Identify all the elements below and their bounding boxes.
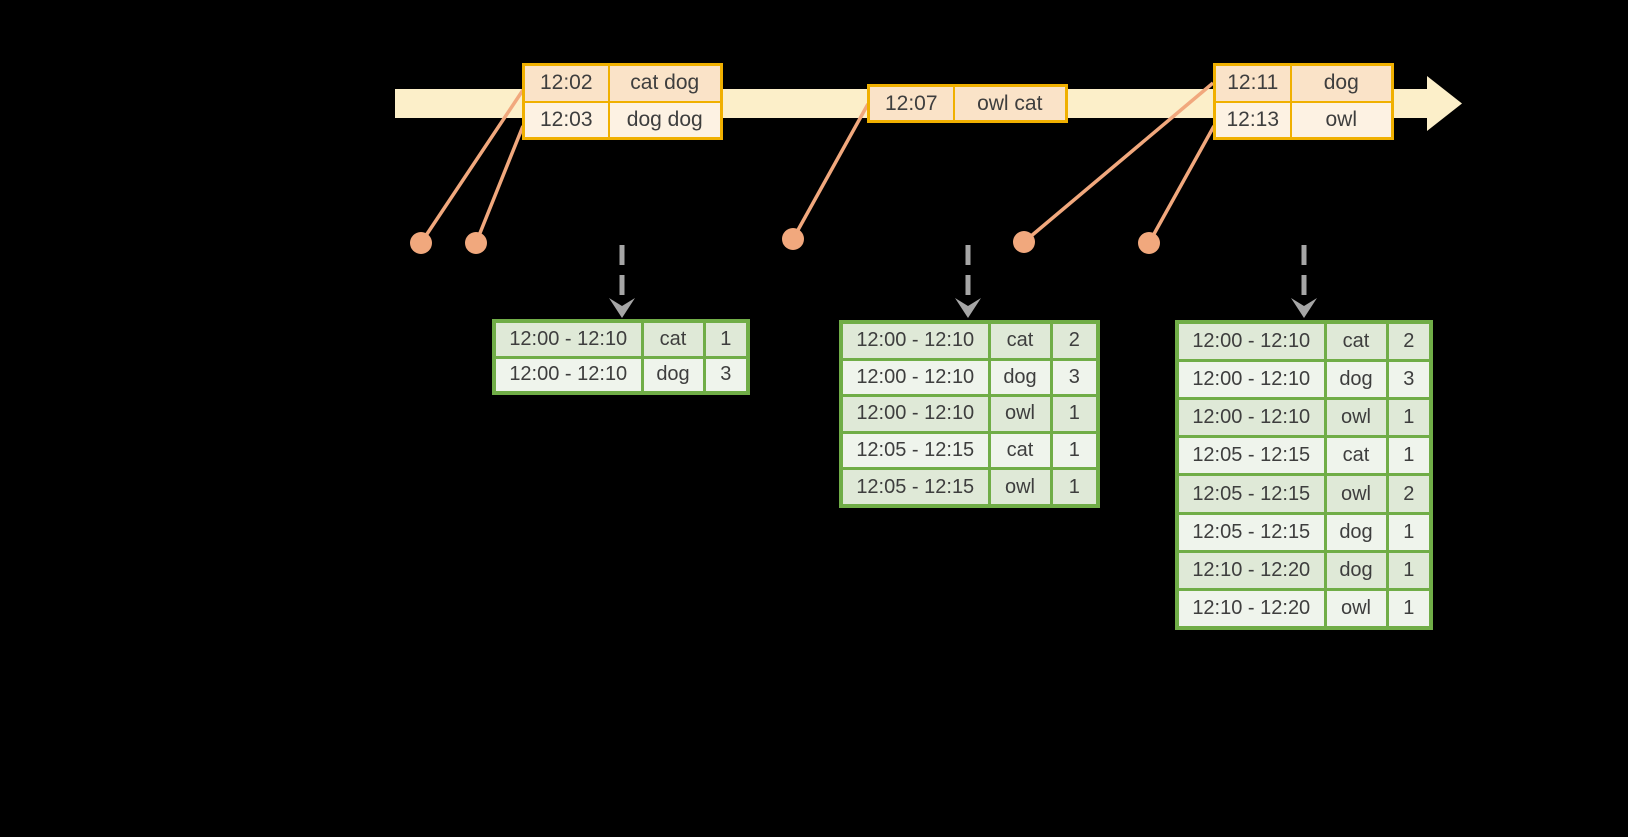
table-cell: cat dog xyxy=(607,63,723,103)
trigger-arrowhead-icon xyxy=(609,298,635,318)
event-connector-line xyxy=(419,89,525,244)
table-cell: 12:05 - 12:15 xyxy=(839,430,991,471)
table-cell: 12:07 xyxy=(867,84,955,123)
table-cell: dog dog xyxy=(607,100,723,140)
event-dot xyxy=(782,228,804,250)
table-cell: 12:00 - 12:10 xyxy=(839,357,991,398)
table-cell: 12:05 - 12:15 xyxy=(839,467,991,508)
table-cell: 2 xyxy=(1385,320,1433,363)
table-cell: 12:10 - 12:20 xyxy=(1175,549,1327,591)
table-cell: cat xyxy=(987,320,1053,361)
trigger-arrowhead-icon xyxy=(955,298,981,318)
table-cell: 1 xyxy=(1385,549,1433,591)
table-cell: 2 xyxy=(1385,473,1433,515)
table-cell: 3 xyxy=(1049,357,1100,398)
table-cell: 12:11 xyxy=(1213,63,1292,103)
table-cell: cat xyxy=(640,319,706,359)
table-cell: 12:00 - 12:10 xyxy=(492,355,644,395)
table-cell: 1 xyxy=(1049,430,1100,471)
table-cell: 12:02 xyxy=(522,63,610,103)
table-cell: dog xyxy=(640,355,706,395)
table-cell: dog xyxy=(1323,511,1389,553)
table-cell: 12:00 - 12:10 xyxy=(492,319,644,359)
trigger-arrowhead-icon xyxy=(1291,298,1317,318)
table-cell: 1 xyxy=(1385,587,1433,630)
table-cell: 12:03 xyxy=(522,100,610,140)
table-cell: 12:05 - 12:15 xyxy=(1175,511,1327,553)
table-cell: owl xyxy=(1289,100,1394,140)
table-cell: 3 xyxy=(1385,359,1433,401)
table-cell: 12:00 - 12:10 xyxy=(839,320,991,361)
table-cell: 12:00 - 12:10 xyxy=(839,394,991,434)
table-cell: 12:05 - 12:15 xyxy=(1175,473,1327,515)
table-cell: cat xyxy=(1323,320,1389,363)
table-cell: cat xyxy=(1323,435,1389,477)
event-connector-line xyxy=(1022,81,1215,244)
table-cell: 12:13 xyxy=(1213,100,1292,140)
table-cell: dog xyxy=(1289,63,1394,103)
table-cell: dog xyxy=(987,357,1053,398)
timeline-arrowhead-icon xyxy=(1427,76,1462,131)
table-cell: 1 xyxy=(1385,511,1433,553)
table-cell: 1 xyxy=(1049,467,1100,508)
table-cell: 12:05 - 12:15 xyxy=(1175,435,1327,477)
table-cell: 1 xyxy=(1049,394,1100,434)
table-cell: owl cat xyxy=(952,84,1068,123)
event-dot xyxy=(1138,232,1160,254)
event-connector-line xyxy=(474,125,525,244)
event-connector-line xyxy=(791,103,870,240)
table-cell: 12:00 - 12:10 xyxy=(1175,320,1327,363)
event-dot xyxy=(465,232,487,254)
table-cell: 1 xyxy=(1385,397,1433,439)
table-cell: cat xyxy=(987,430,1053,471)
table-cell: 12:10 - 12:20 xyxy=(1175,587,1327,630)
table-cell: dog xyxy=(1323,549,1389,591)
table-cell: 1 xyxy=(1385,435,1433,477)
event-connector-line xyxy=(1147,125,1216,244)
table-cell: 12:00 - 12:10 xyxy=(1175,359,1327,401)
table-cell: 2 xyxy=(1049,320,1100,361)
table-cell: owl xyxy=(1323,397,1389,439)
event-dot xyxy=(410,232,432,254)
table-cell: 12:00 - 12:10 xyxy=(1175,397,1327,439)
table-cell: owl xyxy=(987,467,1053,508)
table-cell: 3 xyxy=(702,355,750,395)
table-cell: 1 xyxy=(702,319,750,359)
table-cell: owl xyxy=(987,394,1053,434)
event-dot xyxy=(1013,231,1035,253)
table-cell: owl xyxy=(1323,587,1389,630)
table-cell: dog xyxy=(1323,359,1389,401)
table-cell: owl xyxy=(1323,473,1389,515)
